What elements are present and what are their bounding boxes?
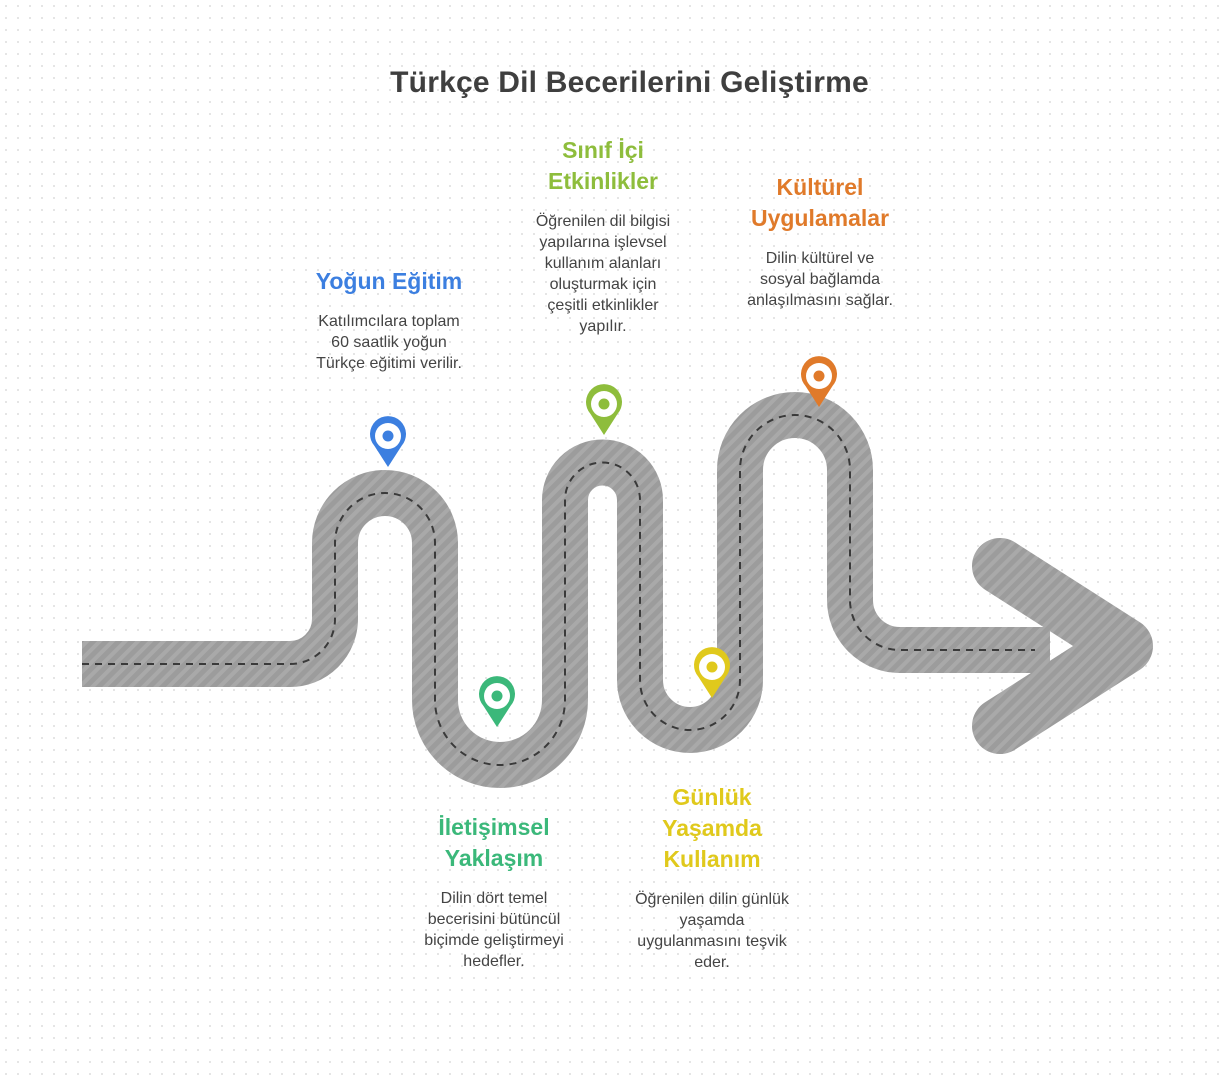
location-pin-icon bbox=[694, 647, 730, 698]
step-description-line: 60 saatlik yoğun bbox=[331, 334, 447, 351]
step-description: Öğrenilen dil bilgisi yapılarına işlevsel… bbox=[483, 211, 723, 337]
step-description: Öğrenilen dilin günlük yaşamda uygulanması… bbox=[592, 889, 832, 973]
step-description-line: yapılır. bbox=[579, 318, 627, 335]
step-description-line: kullanım alanları bbox=[544, 255, 662, 272]
step-description-line: Dilin dört temel bbox=[440, 890, 548, 907]
step-description-line: çeşitli etkinlikler bbox=[547, 297, 659, 314]
step-title-line: Uygulamalar bbox=[750, 205, 890, 231]
road-path bbox=[82, 392, 1050, 788]
step-title-line: Kullanım bbox=[663, 846, 761, 872]
step-description-line: becerisini bütüncül bbox=[427, 911, 561, 928]
step-title-line: Yoğun Eğitim bbox=[315, 268, 463, 294]
location-pin-icon bbox=[370, 416, 406, 467]
location-pin-icon bbox=[479, 676, 515, 727]
road-arrowhead bbox=[972, 538, 1153, 754]
step-description: Dilin dört temel becerisini bütüncül biçim… bbox=[374, 888, 614, 972]
step-description-line: sosyal bağlamda bbox=[759, 271, 881, 288]
step-description-line: eder. bbox=[694, 954, 730, 971]
location-pin-icon bbox=[801, 356, 837, 407]
step-title-line: Etkinlikler bbox=[548, 168, 658, 194]
step-description-line: yaşamda bbox=[679, 912, 745, 929]
road-center-dashes bbox=[82, 414, 1035, 766]
step-description-line: Katılımcılara toplam bbox=[318, 313, 460, 330]
diagram-title: Türkçe Dil Becerilerini Geliştirme bbox=[390, 66, 869, 99]
step-description-line: biçimde geliştirmeyi bbox=[424, 932, 564, 949]
step-title: Yoğun Eğitim bbox=[269, 266, 509, 297]
step-title-line: Kültürel bbox=[776, 174, 864, 200]
step-title-line: Sınıf İçi bbox=[562, 137, 644, 163]
step-description-line: Dilin kültürel ve bbox=[765, 250, 875, 267]
step-description-line: hedefler. bbox=[463, 953, 525, 970]
step-description-line: yapılarına işlevsel bbox=[539, 234, 667, 251]
step-description-line: Öğrenilen dil bilgisi bbox=[535, 213, 671, 230]
step-description: Dilin kültürel ve sosyal bağlamda anlaşılm… bbox=[700, 248, 940, 311]
step-title-line: Yaklaşım bbox=[444, 845, 544, 871]
step-title-line: Günlük bbox=[672, 784, 752, 810]
step-description-line: oluşturmak için bbox=[549, 276, 657, 293]
step-description-line: Türkçe eğitimi verilir. bbox=[316, 355, 462, 372]
step-description-line: anlaşılmasını sağlar. bbox=[747, 292, 893, 309]
step-description-line: uygulanmasını teşvik bbox=[637, 933, 787, 950]
step-title-line: Yaşamda bbox=[662, 815, 762, 841]
location-pin-icon bbox=[586, 384, 622, 435]
step-description-line: Öğrenilen dilin günlük bbox=[635, 891, 789, 908]
step-title-line: İletişimsel bbox=[438, 814, 550, 840]
